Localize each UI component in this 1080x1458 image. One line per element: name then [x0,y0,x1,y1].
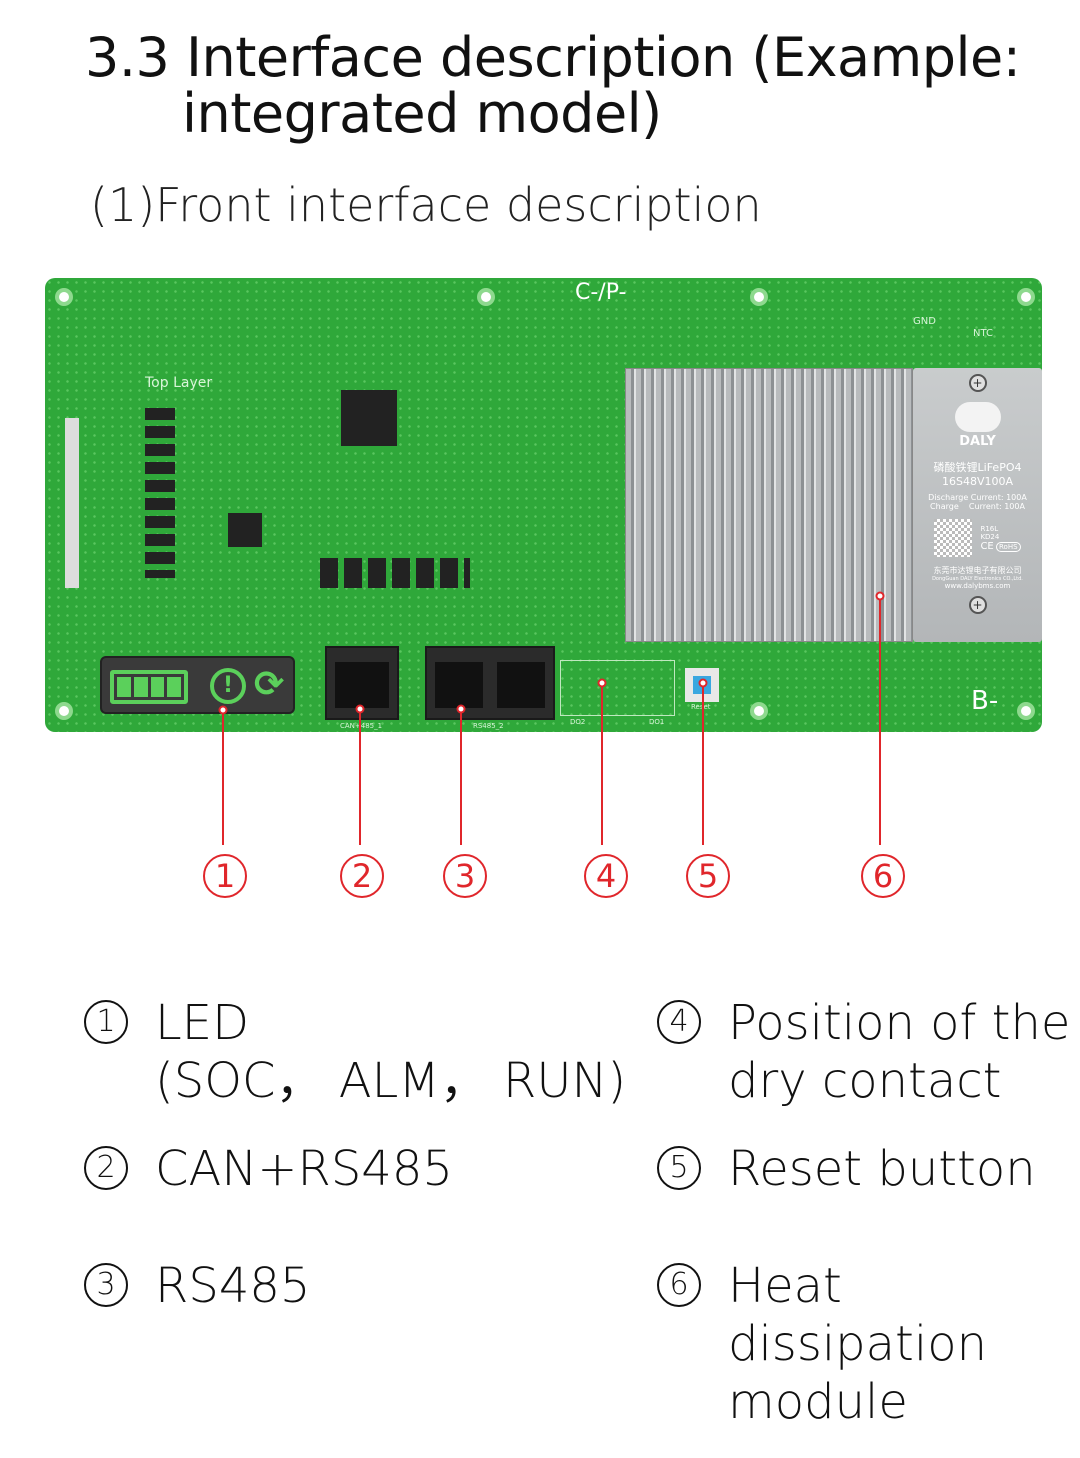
legend-text: LED [155,995,250,1051]
legend-item: 3 RS485 [84,1257,311,1315]
silk-do2: DO2 [570,718,586,726]
mcu-chip [341,390,397,446]
legend-text: (SOC， ALM， RUN) [155,1053,627,1109]
callout-number-1: 1 [203,854,247,898]
mount-hole [750,288,768,306]
callout-number-6: 6 [861,854,905,898]
dry-contact-area [560,660,675,716]
callout-number-5: 5 [686,854,730,898]
screw-icon: + [968,374,987,392]
plate-code2: KD24 [980,532,1000,541]
alarm-icon: ! [210,668,246,704]
qr-code [934,519,973,557]
plate-model: 16S48V100A [941,475,1014,488]
plate-website: www.dalybms.com [944,582,1011,590]
daly-label-plate: + DALY 磷酸铁锂LiFePO4 16S48V100A Discharge … [913,368,1042,642]
silk-ntc: NTC [973,328,993,339]
silk-c-p-terminal: C-/P- [575,280,627,305]
silk-can-port: CAN+485_1 [340,722,383,730]
callout-dot [875,591,885,601]
callout-dot [218,705,228,715]
legend-text: dry contact [728,1053,1002,1109]
legend-text: Position of the [728,995,1071,1051]
callout-line [879,596,881,845]
legend-number: 2 [84,1146,128,1190]
callout-dot [597,678,607,688]
silk-b-minus-terminal: B- [971,686,999,716]
legend-number: 4 [657,1000,701,1044]
pcb-board-image: Top Layer C-/P- B- GND NTC ! ⟳ CAN+485_1… [45,278,1042,732]
legend-text: RS485 [155,1258,311,1314]
run-refresh-icon: ⟳ [254,664,285,705]
legend-number: 6 [657,1263,701,1307]
legend-text: dissipation [728,1316,987,1372]
callout-number-4: 4 [584,854,628,898]
silk-top-layer: Top Layer [145,375,213,391]
callout-dot [355,704,365,714]
legend-item: 2 CAN+RS485 [84,1140,453,1198]
silk-gnd: GND [913,316,936,327]
component-column [145,408,175,578]
plate-company-en: DongGuan DALY Electronics CO.,Ltd. [932,576,1023,582]
title-line-2: integrated model) [182,82,662,145]
mosfet-row [320,558,470,588]
callout-line [222,710,224,845]
plate-discharge: Discharge Current: 100A [928,493,1027,502]
led-indicator-panel: ! ⟳ [100,656,295,714]
battery-soc-icon [110,670,188,704]
legend-number: 5 [657,1146,701,1190]
plate-brand: DALY [959,434,996,449]
mount-hole [477,288,495,306]
mount-hole [1017,288,1035,306]
legend-text: CAN+RS485 [155,1141,453,1197]
callout-line [359,709,361,845]
legend-text: module [728,1374,908,1430]
legend-number: 1 [84,1000,128,1044]
callout-dot [456,704,466,714]
title-line-1: 3.3 Interface description (Example: [85,26,1021,89]
rs485-port [425,646,555,720]
section-subtitle: (1)Front interface description [90,178,762,232]
plate-chemistry: 磷酸铁锂LiFePO4 [933,461,1022,474]
screw-icon: + [968,596,987,614]
plate-charge: Charge Current: 100A [930,502,1025,511]
heatsink [625,368,913,642]
rohs-mark: RoHS [996,541,1021,552]
mount-hole [55,702,73,720]
callout-dot [698,678,708,688]
silk-do1: DO1 [649,718,665,726]
ic-chip [228,513,262,547]
callout-number-2: 2 [340,854,384,898]
legend-item: 5 Reset button [657,1140,1036,1198]
connector-strip [65,418,79,588]
silk-rs485-port: RS485_2 [473,722,504,730]
ce-mark: CE [980,540,994,552]
plate-code1: R16L [980,524,999,533]
callout-number-3: 3 [443,854,487,898]
legend-text: Heat [728,1258,842,1314]
legend-text: Reset button [728,1141,1036,1197]
legend-number: 3 [84,1263,128,1307]
callout-line [460,709,462,845]
plate-company-cn: 东莞市达锂电子有限公司 [933,566,1022,575]
callout-line [702,683,704,845]
legend-item: 1 LED(SOC， ALM， RUN) [84,994,627,1110]
mount-hole [55,288,73,306]
callout-line [601,683,603,845]
mount-hole [750,702,768,720]
mount-hole [1017,702,1035,720]
page-title: 3.3 Interface description (Example:integ… [85,30,1021,145]
silk-reset: Reset [691,703,711,711]
daly-logo [954,402,1001,432]
